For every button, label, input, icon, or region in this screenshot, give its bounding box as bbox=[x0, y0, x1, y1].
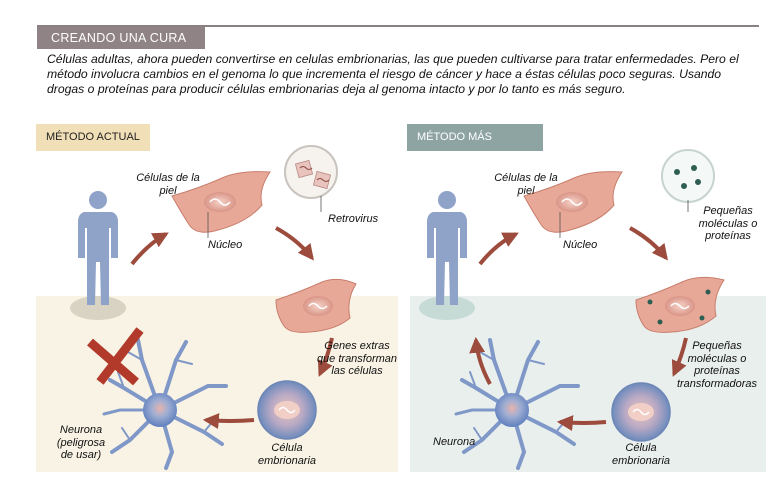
arrow-neuron-to-human-right bbox=[469, 336, 492, 385]
skin-cell-icon-right bbox=[523, 171, 623, 233]
label-extra-genes: Genes extras que transforman las células bbox=[316, 340, 398, 377]
arrow-embryonic-to-neuron-right bbox=[556, 415, 607, 432]
retrovirus-icon bbox=[284, 145, 338, 199]
arrow-human-to-skin bbox=[130, 232, 169, 266]
label-nucleus-right: Núcleo bbox=[563, 239, 598, 251]
label-transforming-molecules: Pequeñas moléculas o proteínas transform… bbox=[676, 340, 758, 390]
arrow-skin-to-transformed-right bbox=[629, 226, 668, 261]
small-molecules-icon bbox=[661, 149, 715, 203]
human-shadow-right bbox=[419, 296, 475, 320]
neuron-body bbox=[143, 393, 177, 427]
transformed-cell-icon bbox=[275, 278, 357, 333]
label-retrovirus: Retrovirus bbox=[328, 213, 379, 225]
intro-paragraph: Células adultas, ahora pueden convertirs… bbox=[47, 52, 739, 97]
embryonic-cell-icon-right bbox=[611, 382, 671, 442]
neuron-body-right bbox=[495, 393, 529, 427]
embryonic-cell-icon bbox=[257, 380, 317, 440]
label-small-molecules: Pequeñas moléculas o proteínas bbox=[698, 205, 758, 242]
left-flow bbox=[70, 145, 357, 470]
danger-cross-icon bbox=[87, 327, 144, 386]
arrow-human-to-skin-right bbox=[478, 232, 519, 266]
label-neuron-right: Neurona bbox=[433, 436, 476, 448]
transformed-cell-icon-right bbox=[635, 276, 725, 333]
human-shadow bbox=[70, 296, 126, 320]
label-skin-cells-right: Células de la piel bbox=[494, 172, 558, 197]
tab-current-method: MÉTODO ACTUAL bbox=[36, 124, 150, 151]
page-title: CREANDO UNA CURA bbox=[37, 27, 205, 49]
arrow-embryonic-to-neuron bbox=[202, 413, 255, 430]
label-embryonic-cell: Célula embrionaria bbox=[257, 442, 317, 467]
tab-safer-method: MÉTODO MÁS SEGURO bbox=[407, 124, 543, 170]
human-icon bbox=[78, 191, 118, 305]
arrow-transformed-to-embryonic bbox=[317, 337, 334, 377]
arrow-transformed-to-embryonic-right bbox=[671, 337, 688, 377]
label-nucleus: Núcleo bbox=[208, 239, 243, 251]
arrow-skin-to-transformed bbox=[275, 226, 314, 261]
skin-cell-icon bbox=[171, 171, 271, 233]
human-icon-right bbox=[427, 191, 467, 305]
label-neuron-dangerous: Neurona (peligrosa de usar) bbox=[56, 424, 106, 461]
label-skin-cells: Células de la piel bbox=[136, 172, 200, 197]
label-embryonic-cell-right: Célula embrionaria bbox=[611, 442, 671, 467]
top-divider bbox=[37, 25, 759, 27]
right-flow bbox=[419, 149, 725, 470]
